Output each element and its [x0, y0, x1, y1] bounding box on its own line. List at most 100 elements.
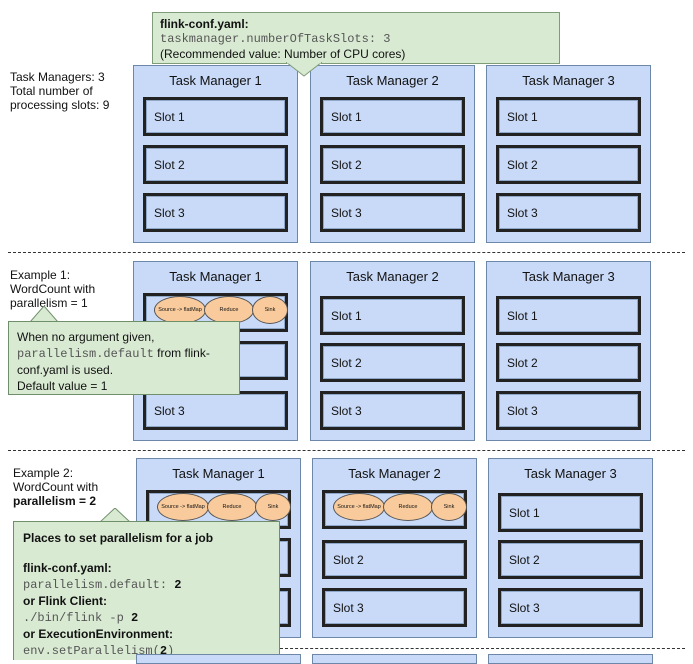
section2-label-line2: WordCount with: [10, 282, 96, 296]
flink-client-heading: or Flink Client:: [23, 594, 107, 608]
note-line-1: When no argument given,: [17, 330, 155, 344]
slot: Source -> flatMap Reduce Sink: [146, 490, 291, 529]
slot: Slot 3: [322, 588, 467, 627]
note-line-2: parallelism.default from flink-: [17, 345, 231, 362]
section1-label-line1: Task Managers: 3: [10, 70, 105, 84]
execution-environment-setting: env.setParallelism(2): [23, 642, 270, 659]
operator-chain: Source -> flatMap Reduce Sink: [333, 493, 468, 523]
slot: Slot 3: [320, 193, 465, 232]
config-file-heading: flink-conf.yaml:: [23, 561, 112, 575]
slot: Slot 3: [143, 193, 288, 232]
sink-operator: Sink: [252, 296, 288, 324]
slot: Slot 2: [496, 343, 641, 382]
parallelism-default-code: parallelism.default: [17, 347, 154, 361]
source-flatmap-operator: Source -> flatMap: [157, 493, 209, 521]
section1-task-manager-3: Task Manager 3 Slot 1 Slot 2 Slot 3: [486, 65, 651, 243]
task-manager-title: Task Manager 1: [169, 269, 262, 284]
task-manager-title: Task Manager 2: [346, 269, 439, 284]
execution-environment-heading: or ExecutionEnvironment:: [23, 627, 174, 641]
section1-label-line2: Total number of: [10, 84, 93, 98]
slot-label: Slot 2: [323, 346, 462, 379]
slot-label: Slot 3: [146, 196, 285, 229]
section1-task-manager-2: Task Manager 2 Slot 1 Slot 2 Slot 3: [310, 65, 475, 243]
slot: Slot 2: [320, 145, 465, 184]
slot-label: Slot 2: [499, 148, 638, 181]
config-file-title: flink-conf.yaml:: [160, 17, 249, 31]
slot-label: Slot 3: [323, 196, 462, 229]
section1-task-manager-1: Task Manager 1 Slot 1 Slot 2 Slot 3: [133, 65, 298, 243]
flink-client-setting: ./bin/flink -p 2: [23, 609, 270, 626]
section-divider-2: [8, 450, 685, 451]
slot: Slot 1: [320, 296, 465, 335]
slot-label: Slot 1: [501, 496, 640, 529]
note-line-3: conf.yaml is used.: [17, 363, 114, 377]
config-file-setting: parallelism.default: 2: [23, 576, 270, 593]
section-divider-1: [8, 252, 685, 253]
slot-label: Slot 1: [499, 299, 638, 332]
slot: Slot 3: [496, 391, 641, 430]
slot: Slot 1: [320, 97, 465, 136]
task-manager-title: Task Manager 3: [522, 269, 615, 284]
section-divider-3: [280, 648, 685, 649]
slot: Slot 1: [496, 97, 641, 136]
set-parallelism-close: ): [167, 644, 175, 658]
reduce-operator: Reduce: [383, 493, 433, 521]
slot: Slot 2: [143, 145, 288, 184]
task-manager-title: Task Manager 1: [172, 466, 265, 481]
sink-operator: Sink: [431, 493, 467, 521]
section3-label: Example 2: WordCount with parallelism = …: [13, 466, 98, 508]
partial-task-manager: [136, 654, 301, 664]
slot: Slot 2: [322, 540, 467, 579]
section3-label-line2: WordCount with: [13, 480, 99, 494]
section2-label-line1: Example 1:: [10, 268, 71, 282]
set-parallelism-value: 2: [159, 644, 168, 658]
slot: Slot 1: [498, 493, 643, 532]
section2-task-manager-3: Task Manager 3 Slot 1 Slot 2 Slot 3: [486, 261, 651, 441]
section1-label: Task Managers: 3 Total number of process…: [10, 70, 109, 112]
task-manager-title: Task Manager 2: [348, 466, 441, 481]
example1-note-callout-arrow: [30, 306, 58, 322]
section3-task-manager-2: Task Manager 2 Source -> flatMap Reduce …: [312, 458, 477, 638]
reduce-operator: Reduce: [207, 493, 257, 521]
sink-operator: Sink: [255, 493, 291, 521]
slot-label: Slot 3: [499, 196, 638, 229]
slot: Slot 3: [320, 391, 465, 430]
section2-label: Example 1: WordCount with parallelism = …: [10, 268, 95, 310]
task-slots-config-note: flink-conf.yaml: taskmanager.numberOfTas…: [152, 12, 560, 64]
slot: Source -> flatMap Reduce Sink: [322, 490, 467, 529]
task-manager-title: Task Manager 3: [522, 73, 615, 88]
task-manager-title: Task Manager 1: [169, 73, 262, 88]
section2-task-manager-2: Task Manager 2 Slot 1 Slot 2 Slot 3: [310, 261, 475, 441]
config-recommendation: (Recommended value: Number of CPU cores): [160, 47, 406, 61]
partial-task-manager: [488, 654, 653, 664]
slot: Slot 2: [320, 343, 465, 382]
slot-label: Slot 1: [499, 100, 638, 133]
slot: Slot 1: [496, 296, 641, 335]
section1-label-line3: processing slots: 9: [10, 98, 110, 112]
section3-task-manager-3: Task Manager 3 Slot 1 Slot 2 Slot 3: [488, 458, 653, 638]
reduce-operator: Reduce: [204, 296, 254, 324]
slot-label: Slot 1: [323, 299, 462, 332]
slot-label: Slot 2: [499, 346, 638, 379]
default-parallelism-note: When no argument given, parallelism.defa…: [8, 321, 240, 395]
partial-task-manager: [312, 654, 477, 664]
config-setting-value: 2: [174, 578, 182, 592]
example2-note-callout-arrow: [100, 508, 130, 522]
slot-label: Slot 3: [325, 591, 464, 624]
task-manager-title: Task Manager 2: [346, 73, 439, 88]
section3-label-line3: parallelism = 2: [13, 494, 97, 508]
slot-label: Slot 3: [499, 394, 638, 427]
source-flatmap-operator: Source -> flatMap: [154, 296, 206, 324]
slot-label: Slot 2: [146, 148, 285, 181]
slot-label: Slot 1: [323, 100, 462, 133]
source-flatmap-operator: Source -> flatMap: [333, 493, 385, 521]
slot-label: Slot 2: [325, 543, 464, 576]
slot: Slot 2: [496, 145, 641, 184]
slot: Slot 3: [496, 193, 641, 232]
slot: Slot 1: [143, 97, 288, 136]
flink-client-value: 2: [131, 611, 139, 625]
slot-label: Slot 1: [146, 100, 285, 133]
config-code: taskmanager.numberOfTaskSlots: 3: [160, 32, 391, 46]
slot-label: Slot 2: [323, 148, 462, 181]
slot-label: Slot 3: [146, 394, 285, 427]
